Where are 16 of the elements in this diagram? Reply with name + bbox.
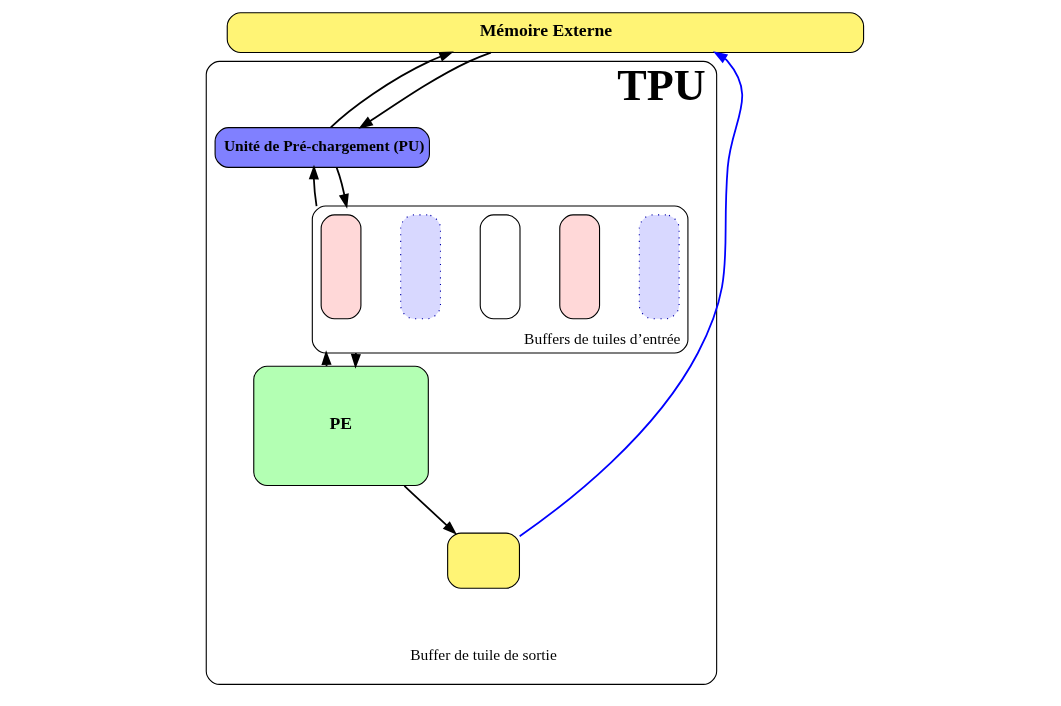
node-box: Mémoire Externe xyxy=(226,12,865,54)
node-box xyxy=(320,214,362,320)
node-box xyxy=(559,214,601,320)
node-box xyxy=(638,214,680,320)
node-label: Buffer de tuile de sortie xyxy=(410,645,557,663)
arrow xyxy=(335,166,349,209)
arrow xyxy=(518,51,744,538)
node-box xyxy=(447,532,520,589)
node-box: Unité de Pré-chargement (PU) xyxy=(214,127,430,168)
arrow xyxy=(329,51,454,129)
node-box xyxy=(479,214,521,320)
node-box xyxy=(400,214,441,320)
arrow xyxy=(403,485,457,535)
arrow xyxy=(308,164,319,207)
node-label: Buffers de tuiles d’entrée xyxy=(524,330,681,348)
arrow xyxy=(358,51,492,129)
